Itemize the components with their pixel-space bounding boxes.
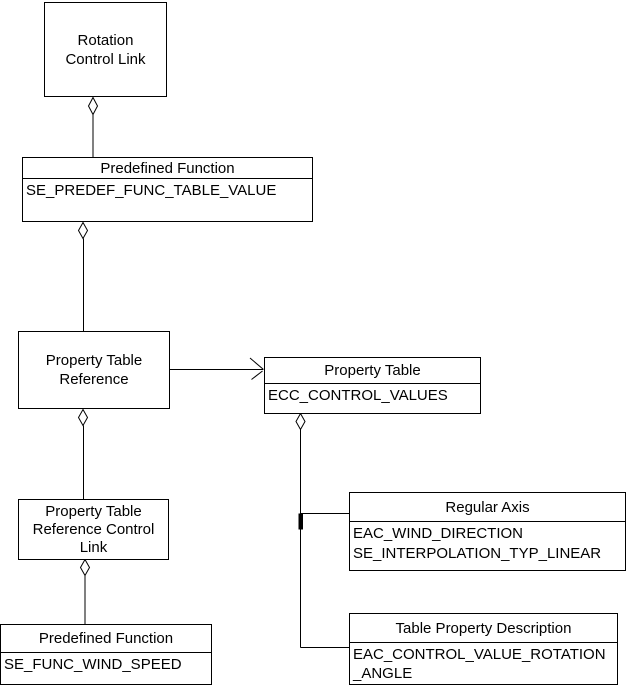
node-value: SE_INTERPOLATION_TYP_LINEAR xyxy=(353,545,602,562)
node-property-table[interactable]: Property Table ECC_CONTROL_VALUES xyxy=(264,357,481,414)
node-body: SE_PREDEF_FUNC_TABLE_VALUE xyxy=(23,179,312,201)
node-title-line: Rotation xyxy=(77,31,134,49)
node-rotation-control-link[interactable]: Rotation Control Link xyxy=(44,2,167,97)
aggregation-diamond-icon xyxy=(79,558,91,577)
node-header: Predefined Function xyxy=(23,158,312,179)
edge-control-link-to-predefined-function-wind xyxy=(79,558,91,624)
node-title: Rotation Control Link xyxy=(65,31,145,69)
node-header: Table Property Description xyxy=(350,614,617,643)
node-header: Regular Axis xyxy=(350,493,625,522)
node-title-line: Control Link xyxy=(65,50,146,68)
node-value: _ANGLE xyxy=(353,665,413,682)
node-value: EAC_CONTROL_VALUE_ROTATION xyxy=(353,646,606,663)
node-property-table-reference[interactable]: Property Table Reference xyxy=(18,331,170,409)
node-property-table-reference-control-link[interactable]: Property Table Reference Control Link xyxy=(18,499,169,560)
aggregation-diamond-icon xyxy=(77,221,89,240)
edge-property-table-reference-to-control-link xyxy=(77,408,89,499)
edge-property-table-to-axes xyxy=(295,412,349,648)
node-regular-axis[interactable]: Regular Axis EAC_WIND_DIRECTION SE_INTER… xyxy=(349,492,626,571)
node-value: ECC_CONTROL_VALUES xyxy=(268,387,448,404)
node-body: EAC_WIND_DIRECTION SE_INTERPOLATION_TYP_… xyxy=(350,522,625,564)
node-predefined-function-wind-speed[interactable]: Predefined Function SE_FUNC_WIND_SPEED xyxy=(0,624,212,685)
node-title-line: Reference xyxy=(59,371,129,388)
node-body: EAC_CONTROL_VALUE_ROTATION _ANGLE xyxy=(350,643,617,683)
node-title-line: Link xyxy=(79,538,108,556)
node-title: Property Table Reference xyxy=(46,351,142,389)
open-arrowhead-icon xyxy=(249,357,264,370)
node-header: Predefined Function xyxy=(1,625,211,653)
aggregation-diamond-icon xyxy=(295,412,306,431)
node-value: EAC_WIND_DIRECTION xyxy=(353,525,524,542)
node-value: SE_FUNC_WIND_SPEED xyxy=(4,656,182,673)
node-title-line: Property Table xyxy=(45,352,143,369)
node-title: Property Table Reference Control Link xyxy=(33,503,155,557)
open-arrowhead-icon xyxy=(251,370,263,380)
aggregation-diamond-icon xyxy=(87,96,99,116)
edge-property-table-reference-to-property-table xyxy=(170,357,264,380)
node-header: Property Table xyxy=(265,358,480,384)
node-predefined-function-table[interactable]: Predefined Function SE_PREDEF_FUNC_TABLE… xyxy=(22,157,313,222)
node-title-line: Property Table xyxy=(45,502,142,520)
aggregation-diamond-icon xyxy=(77,408,89,427)
connector-thick-tick xyxy=(298,513,303,530)
edge-predefined-function-to-property-table-reference xyxy=(77,221,89,331)
node-table-property-description[interactable]: Table Property Description EAC_CONTROL_V… xyxy=(349,613,618,685)
node-title-line: Reference Control xyxy=(32,520,155,538)
node-value: SE_PREDEF_FUNC_TABLE_VALUE xyxy=(26,182,277,199)
node-body: SE_FUNC_WIND_SPEED xyxy=(1,653,211,675)
edge-rotation-to-predefined-function xyxy=(87,96,99,157)
node-body: ECC_CONTROL_VALUES xyxy=(265,384,480,406)
